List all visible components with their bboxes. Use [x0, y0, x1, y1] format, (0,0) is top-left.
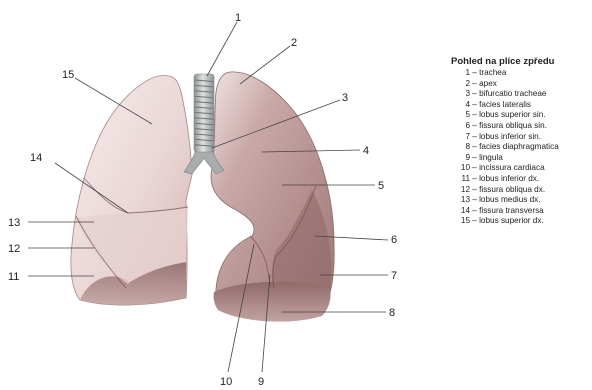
legend-item-label: lingula	[479, 153, 503, 162]
legend-item: 11 – lobus inferior dx.	[457, 174, 592, 185]
legend-title: Pohled na plíce zpředu	[451, 56, 592, 67]
legend-item: 7 – lobus inferior sin.	[457, 132, 592, 143]
callout-15: 15	[62, 69, 74, 81]
legend-item-separator: –	[470, 206, 479, 215]
legend-item-number: 4	[457, 100, 470, 111]
right-lung	[71, 76, 192, 306]
legend-item: 14 – fissura transversa	[457, 206, 592, 217]
legend-item-label: fissura obliqua sin.	[479, 121, 547, 130]
legend-item-separator: –	[470, 195, 479, 204]
legend-item-separator: –	[470, 163, 479, 172]
legend-item: 4 – facies lateralis	[457, 100, 592, 111]
legend-item-label: lobus superior sin.	[479, 110, 545, 119]
callout-11: 11	[8, 271, 19, 283]
legend-item-number: 12	[457, 185, 470, 196]
callout-12: 12	[8, 243, 20, 255]
callout-9: 9	[258, 376, 264, 388]
legend-item-label: bifurcatio tracheae	[479, 89, 546, 98]
callout-2: 2	[291, 37, 297, 49]
legend-item-number: 6	[457, 121, 470, 132]
legend-item-label: apex	[479, 79, 497, 88]
legend-item: 5 – lobus superior sin.	[457, 110, 592, 121]
legend-item-separator: –	[470, 185, 479, 194]
callout-8: 8	[389, 307, 395, 319]
legend-item-separator: –	[470, 121, 479, 130]
legend-item: 12 – fissura obliqua dx.	[457, 185, 592, 196]
legend-item-separator: –	[470, 79, 479, 88]
legend-item-separator: –	[470, 100, 479, 109]
legend-item-label: lobus superior dx.	[479, 216, 544, 225]
callout-3: 3	[342, 92, 348, 104]
legend-item: 13 – lobus medius dx.	[457, 195, 592, 206]
legend-item-label: fissura transversa	[479, 206, 544, 215]
legend-item-separator: –	[470, 132, 479, 141]
legend-item-separator: –	[470, 89, 479, 98]
legend-item-label: lobus inferior sin.	[479, 132, 541, 141]
legend-item-number: 1	[457, 68, 470, 79]
callout-6: 6	[391, 234, 397, 246]
legend-item-number: 15	[457, 216, 470, 227]
legend-item: 6 – fissura obliqua sin.	[457, 121, 592, 132]
legend-item: 3 – bifurcatio tracheae	[457, 89, 592, 100]
legend-item: 15 – lobus superior dx.	[457, 216, 592, 227]
callout-1: 1	[235, 12, 241, 24]
legend-item-label: facies lateralis	[479, 100, 531, 109]
legend-item-number: 11	[457, 174, 470, 185]
callout-numbers: 1 2 3 4 5 6 7 8 9 10 11 12 13 14 15	[8, 12, 397, 388]
callout-7: 7	[391, 270, 397, 282]
legend-item-label: trachea	[479, 68, 506, 77]
legend-item-label: lobus medius dx.	[479, 195, 540, 204]
facies-diaphragmatica	[214, 282, 331, 322]
legend-item: 9 – lingula	[457, 153, 592, 164]
legend-item-separator: –	[470, 174, 479, 183]
callout-14: 14	[30, 152, 42, 164]
legend-item-label: incissura cardiaca	[479, 163, 545, 172]
legend-item-label: facies diaphragmatica	[479, 142, 559, 151]
legend-item-separator: –	[470, 153, 479, 162]
legend-item-separator: –	[470, 216, 479, 225]
legend-item-number: 7	[457, 132, 470, 143]
callout-13: 13	[8, 217, 20, 229]
legend-item-number: 8	[457, 142, 470, 153]
legend-item: 1 – trachea	[457, 68, 592, 79]
callout-5: 5	[378, 180, 384, 192]
legend-item-separator: –	[470, 142, 479, 151]
legend-item-label: fissura obliqua dx.	[479, 185, 545, 194]
legend-item-label: lobus inferior dx.	[479, 174, 539, 183]
legend-item: 8 – facies diaphragmatica	[457, 142, 592, 153]
legend-item-number: 14	[457, 206, 470, 217]
legend-item-separator: –	[470, 110, 479, 119]
legend-item-number: 13	[457, 195, 470, 206]
legend-item-number: 9	[457, 153, 470, 164]
legend-item-number: 3	[457, 89, 470, 100]
legend-item-number: 5	[457, 110, 470, 121]
callout-4: 4	[363, 145, 369, 157]
legend-item-number: 10	[457, 163, 470, 174]
legend-item: 2 – apex	[457, 79, 592, 90]
legend-item-number: 2	[457, 79, 470, 90]
callout-10: 10	[220, 376, 232, 388]
legend-item: 10 – incissura cardiaca	[457, 163, 592, 174]
legend-item-separator: –	[470, 68, 479, 77]
